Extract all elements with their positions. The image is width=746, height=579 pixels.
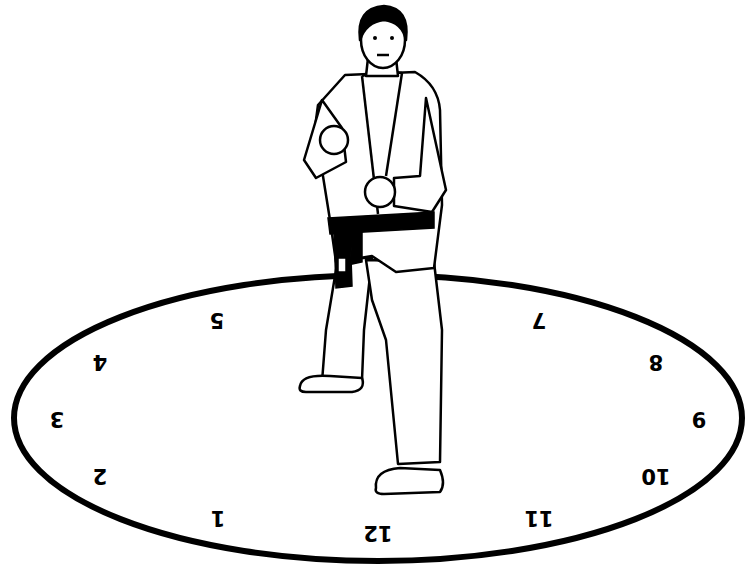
clock-number: 2: [93, 465, 108, 486]
clock-number: 12: [363, 522, 392, 543]
clock-number: 8: [649, 351, 664, 372]
clock-number: 7: [532, 309, 547, 330]
clock-number: 10: [641, 465, 670, 486]
black-belt: [328, 212, 434, 288]
karateka-figure: [300, 6, 446, 494]
clock-number: 4: [93, 351, 108, 372]
clock-number: 1: [211, 507, 226, 528]
clock-number: 5: [210, 309, 225, 330]
clock-number: 9: [692, 408, 707, 429]
clock-number: 3: [50, 408, 65, 429]
clock-number: 11: [524, 507, 553, 528]
